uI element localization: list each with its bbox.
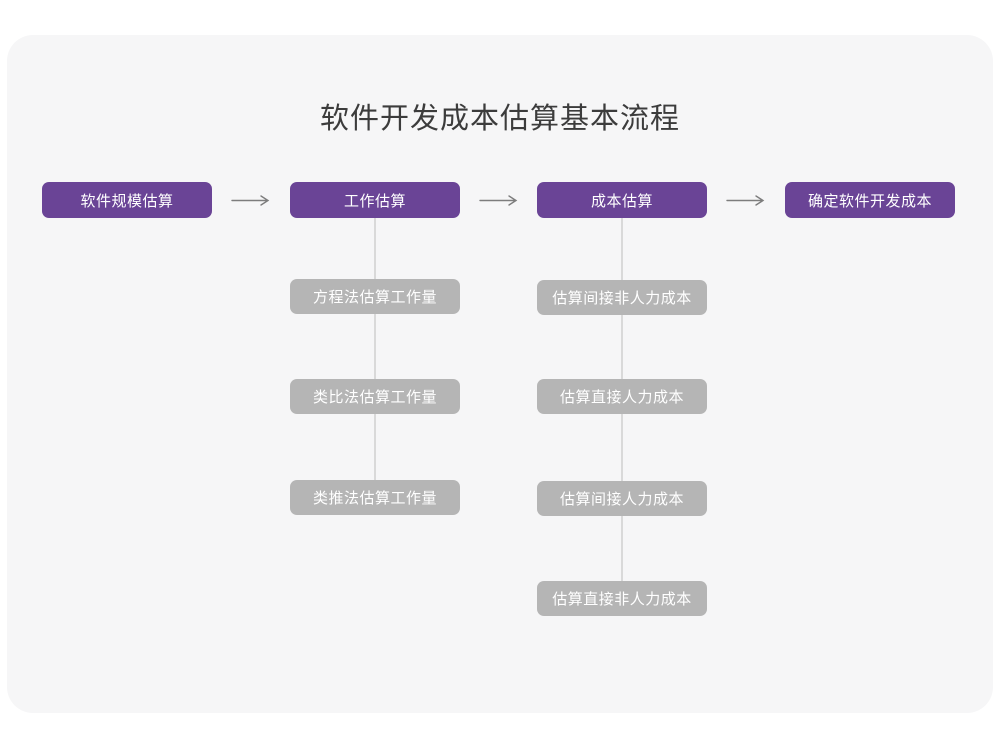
sub-node-indirect-non-labor-cost: 估算间接非人力成本	[537, 280, 707, 315]
diagram-canvas	[7, 35, 993, 713]
flow-node-cost-estimation: 成本估算	[537, 182, 707, 218]
connector-line-work-column	[374, 218, 376, 480]
flow-node-software-scale-estimation: 软件规模估算	[42, 182, 212, 218]
sub-node-direct-non-labor-cost: 估算直接非人力成本	[537, 581, 707, 616]
flow-node-work-estimation: 工作估算	[290, 182, 460, 218]
sub-node-direct-labor-cost: 估算直接人力成本	[537, 379, 707, 414]
page-title: 软件开发成本估算基本流程	[319, 103, 680, 135]
sub-node-extrapolation-method: 类推法估算工作量	[290, 480, 460, 515]
sub-node-analogy-method: 类比法估算工作量	[290, 379, 460, 414]
arrow-right-icon	[479, 195, 518, 206]
arrow-right-icon	[726, 195, 765, 206]
sub-node-indirect-labor-cost: 估算间接人力成本	[537, 481, 707, 516]
flow-node-determine-dev-cost: 确定软件开发成本	[785, 182, 955, 218]
sub-node-equation-method: 方程法估算工作量	[290, 279, 460, 314]
arrow-right-icon	[231, 195, 270, 206]
